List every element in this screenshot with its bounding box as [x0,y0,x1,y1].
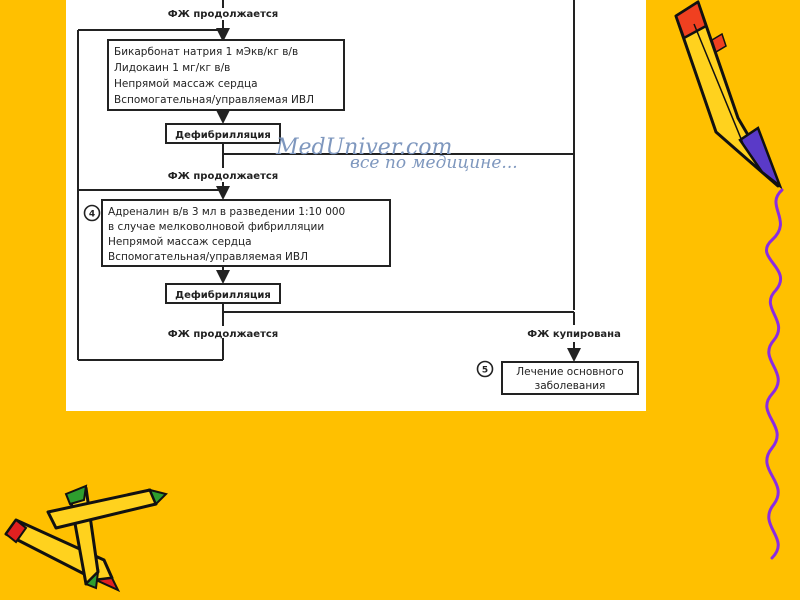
treatment-box-1 [107,39,345,111]
treatment-box-3 [501,361,639,395]
box1-line-2: Лидокаин 1 мг/кг в/в [114,62,230,74]
box2-line-3: Непрямой массаж сердца [108,236,252,248]
box1-line-4: Вспомогательная/управляемая ИВЛ [114,94,314,106]
crayons-icon [4,484,168,593]
box3-line-2: заболевания [535,380,606,392]
fv-continues-label-top: ФЖ продолжается [168,9,278,20]
step-4-number: 4 [89,210,95,220]
step-5-circle [476,360,494,378]
step-5-number: 5 [482,366,488,376]
box2-line-2: в случае мелковолновой фибрилляции [108,221,324,233]
defibrillation-label-1: Дефибрилляция [175,129,271,141]
box1-line-1: Бикарбонат натрия 1 мЭкв/кг в/в [114,46,298,58]
watermark-line-1: MedUniver.com [275,135,452,160]
box1-line-3: Непрямой массаж сердца [114,78,258,90]
box3-line-1: Лечение основного [516,366,623,378]
crayon-icon [674,0,783,190]
flowchart-panel: 4 5 ФЖ продолжается Бикарбонат натрия 1 … [66,0,646,411]
fv-continues-label-2: ФЖ продолжается [168,171,278,182]
fv-stopped-label: ФЖ купирована [527,329,621,340]
step-4-circle [83,204,101,222]
defibrillation-box-1 [165,123,281,144]
box2-line-1: Адреналин в/в 3 мл в разведении 1:10 000 [108,206,345,218]
defibrillation-label-2: Дефибрилляция [175,289,271,301]
box2-line-4: Вспомогательная/управляемая ИВЛ [108,251,308,263]
defibrillation-box-2 [165,283,281,304]
treatment-box-2 [101,199,391,267]
flowchart: 4 5 ФЖ продолжается Бикарбонат натрия 1 … [77,0,639,395]
watermark-line-2: все по медицине... [350,153,518,173]
squiggle-line [764,188,784,560]
fv-continues-label-3: ФЖ продолжается [168,329,278,340]
